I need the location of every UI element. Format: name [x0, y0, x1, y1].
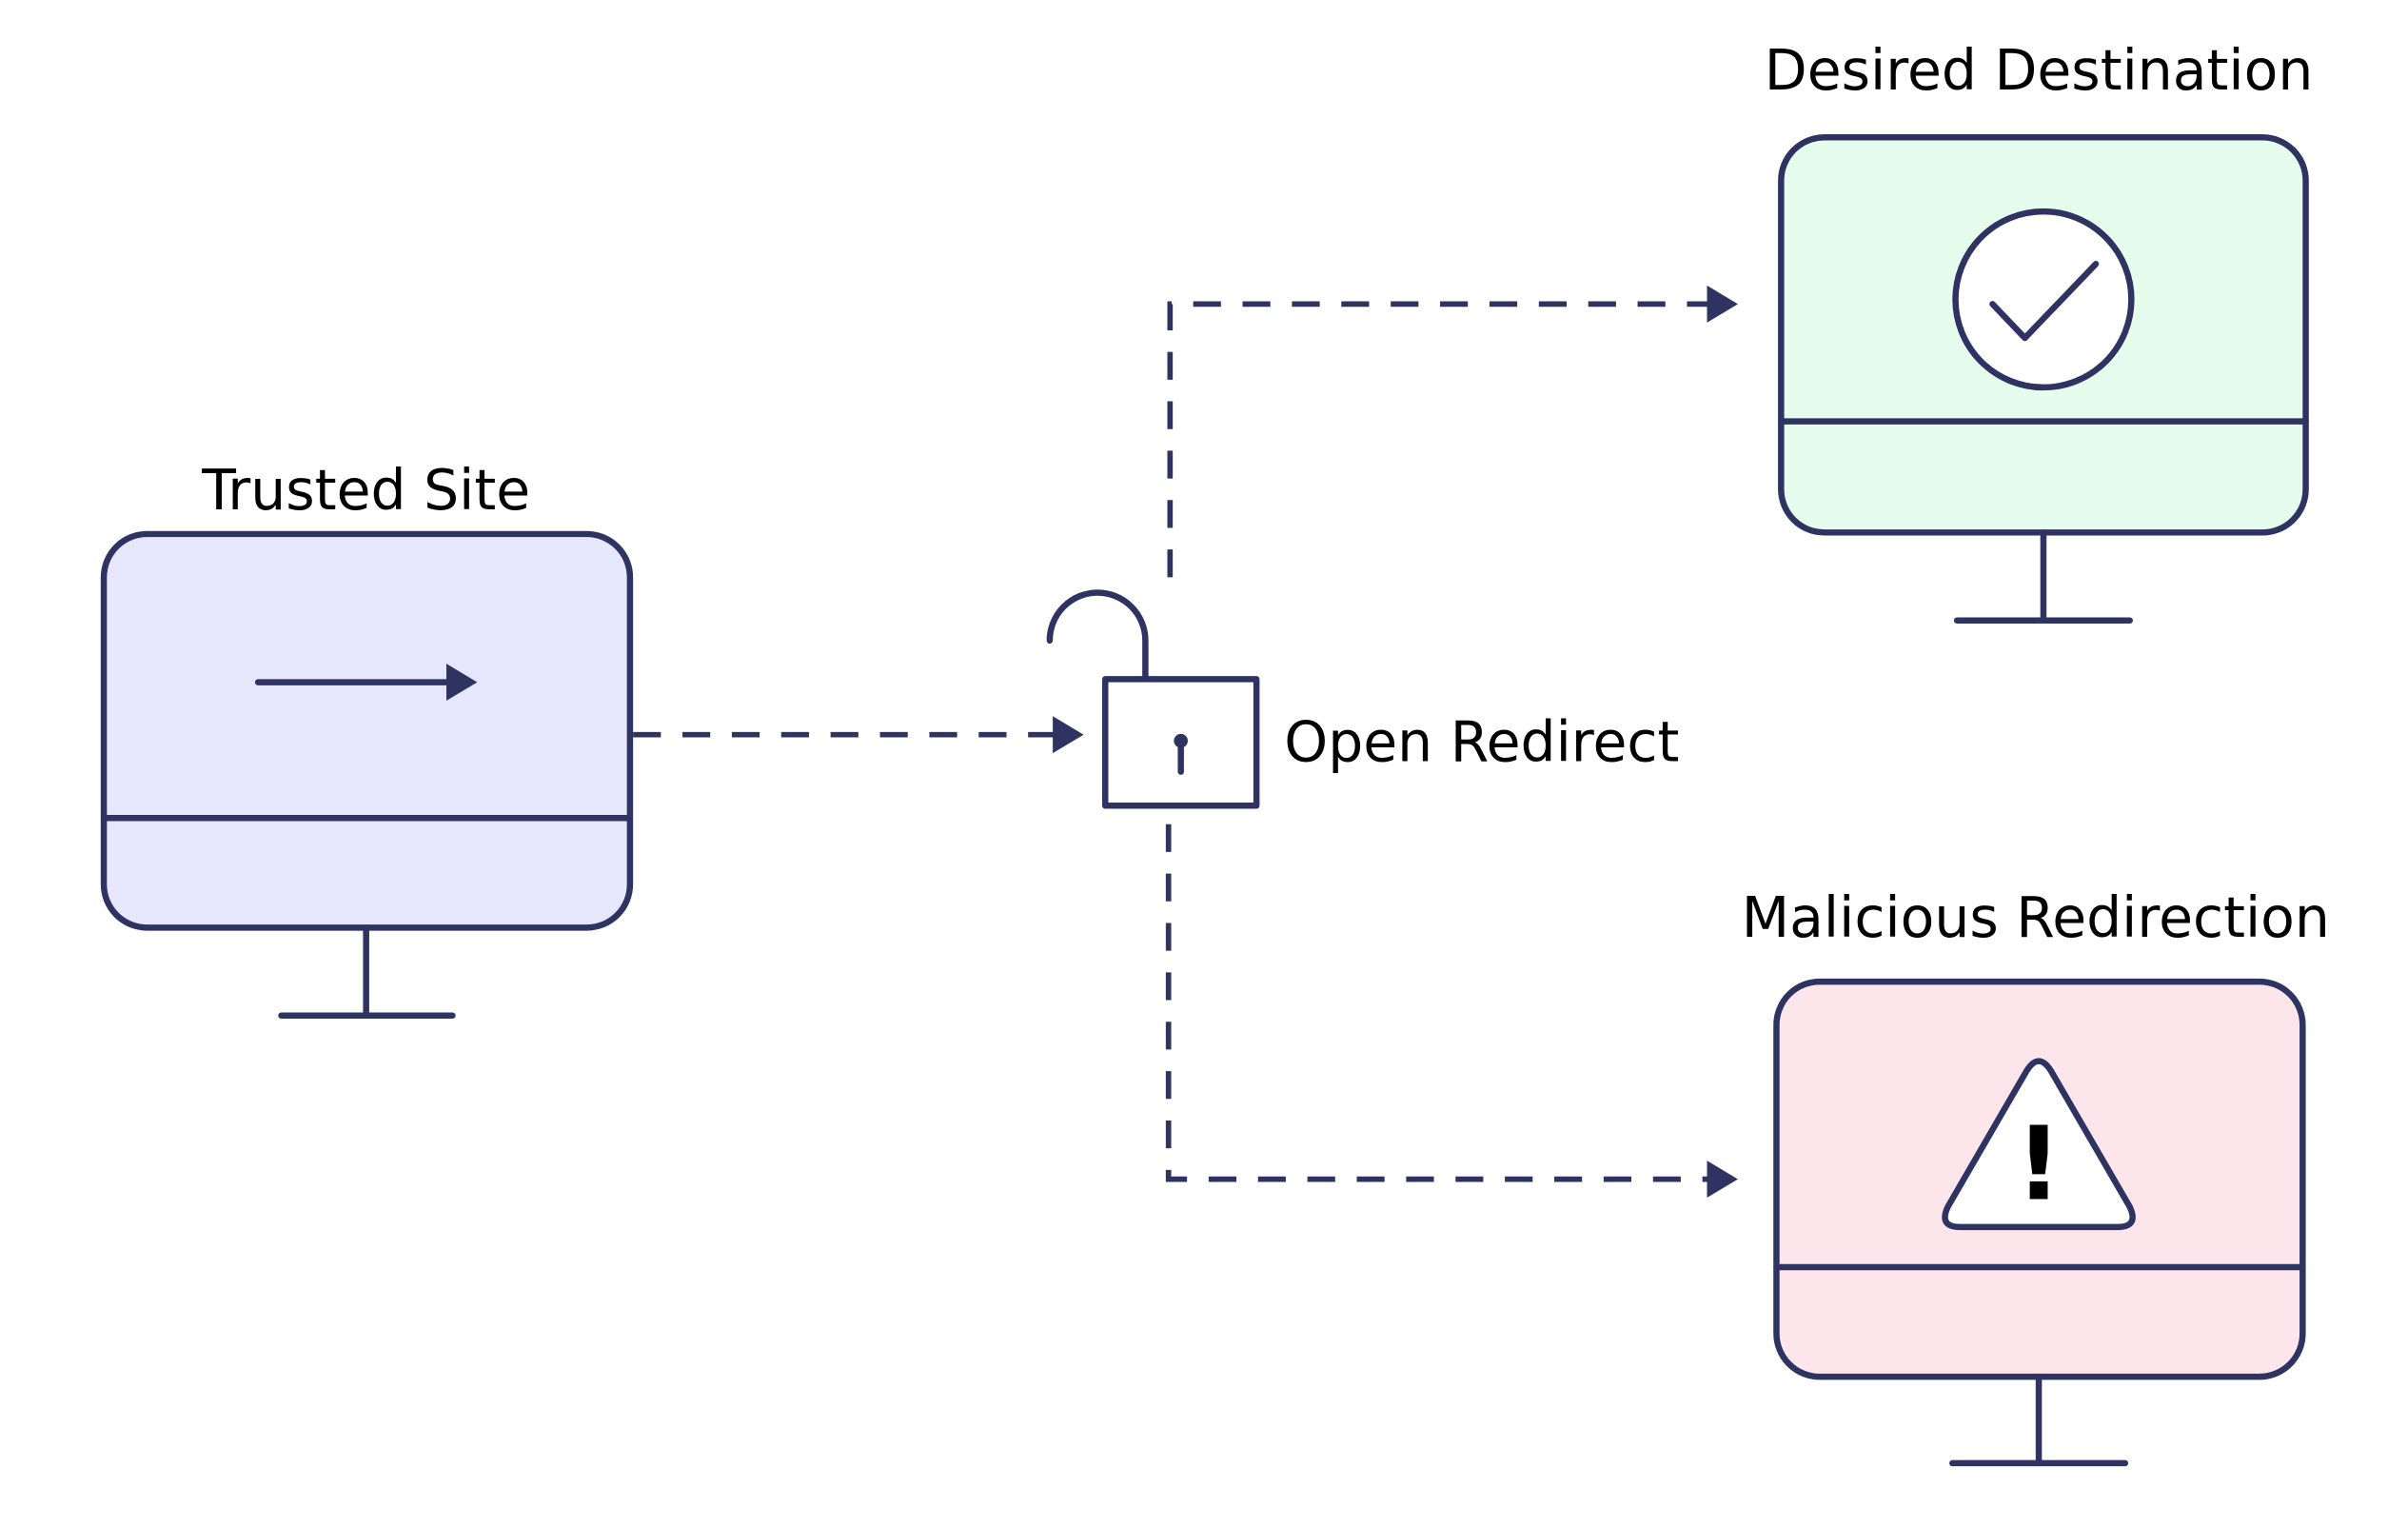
malicious-redirection-node: Malicious Redirection !: [1742, 885, 2330, 1467]
checkmark-circle-icon: [1952, 208, 2135, 391]
edge-trusted-to-redirect: [633, 716, 1084, 754]
open-redirect-node: Open Redirect: [1046, 589, 1679, 809]
edge-redirect-to-malicious: [1165, 824, 1738, 1199]
malicious-redirection-label: Malicious Redirection: [1742, 885, 2330, 950]
warning-triangle-icon: !: [1942, 1058, 2136, 1231]
desired-destination-label: Desired Destination: [1765, 38, 2314, 103]
unlocked-padlock-icon: [1046, 589, 1260, 809]
right-arrow-icon: [254, 664, 478, 702]
desired-destination-node: Desired Destination: [1765, 38, 2314, 624]
open-redirect-label: Open Redirect: [1284, 709, 1679, 774]
trusted-site-node: Trusted Site: [100, 458, 634, 1019]
warning-exclamation-mark: !: [2016, 1106, 2063, 1224]
edge-redirect-to-desired: [1167, 285, 1738, 578]
trusted-site-label: Trusted Site: [201, 458, 530, 523]
keyhole-icon: [1174, 733, 1188, 748]
trusted-site-monitor-screen: [100, 530, 634, 931]
